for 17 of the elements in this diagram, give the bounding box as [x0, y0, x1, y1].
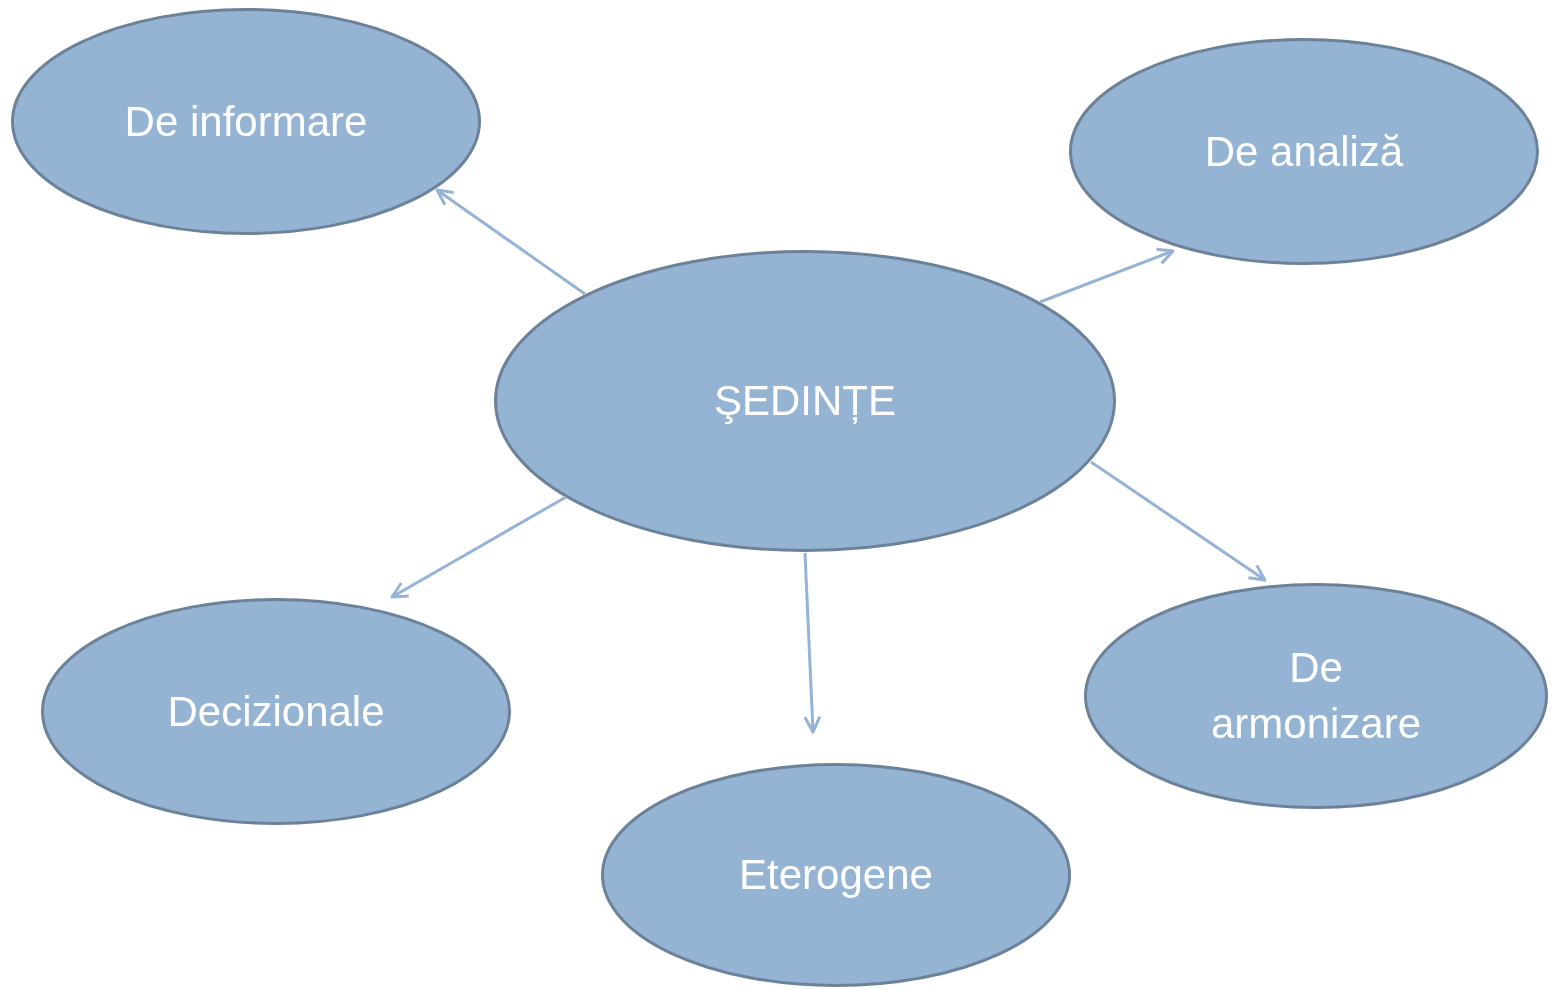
ellipse-node: [11, 8, 481, 235]
arrow: [803, 552, 822, 734]
arrow: [435, 188, 586, 296]
ellipse-node: [1069, 38, 1539, 265]
node-label: Decizionale: [166, 686, 386, 737]
ellipse-node: [41, 598, 511, 825]
ellipse-node: [1084, 583, 1548, 809]
node-label: ŞEDINȚE: [713, 376, 897, 426]
node-label: De armonizare: [1209, 643, 1423, 749]
node-label: De informare: [123, 96, 369, 147]
arrow: [1039, 247, 1175, 304]
node-label: De analiză: [1203, 126, 1405, 177]
node-label: Eterogene: [738, 850, 934, 900]
arrow: [390, 495, 567, 599]
ellipse-node: [601, 763, 1071, 987]
ellipse-node: [494, 250, 1116, 552]
arrow: [1090, 460, 1267, 582]
